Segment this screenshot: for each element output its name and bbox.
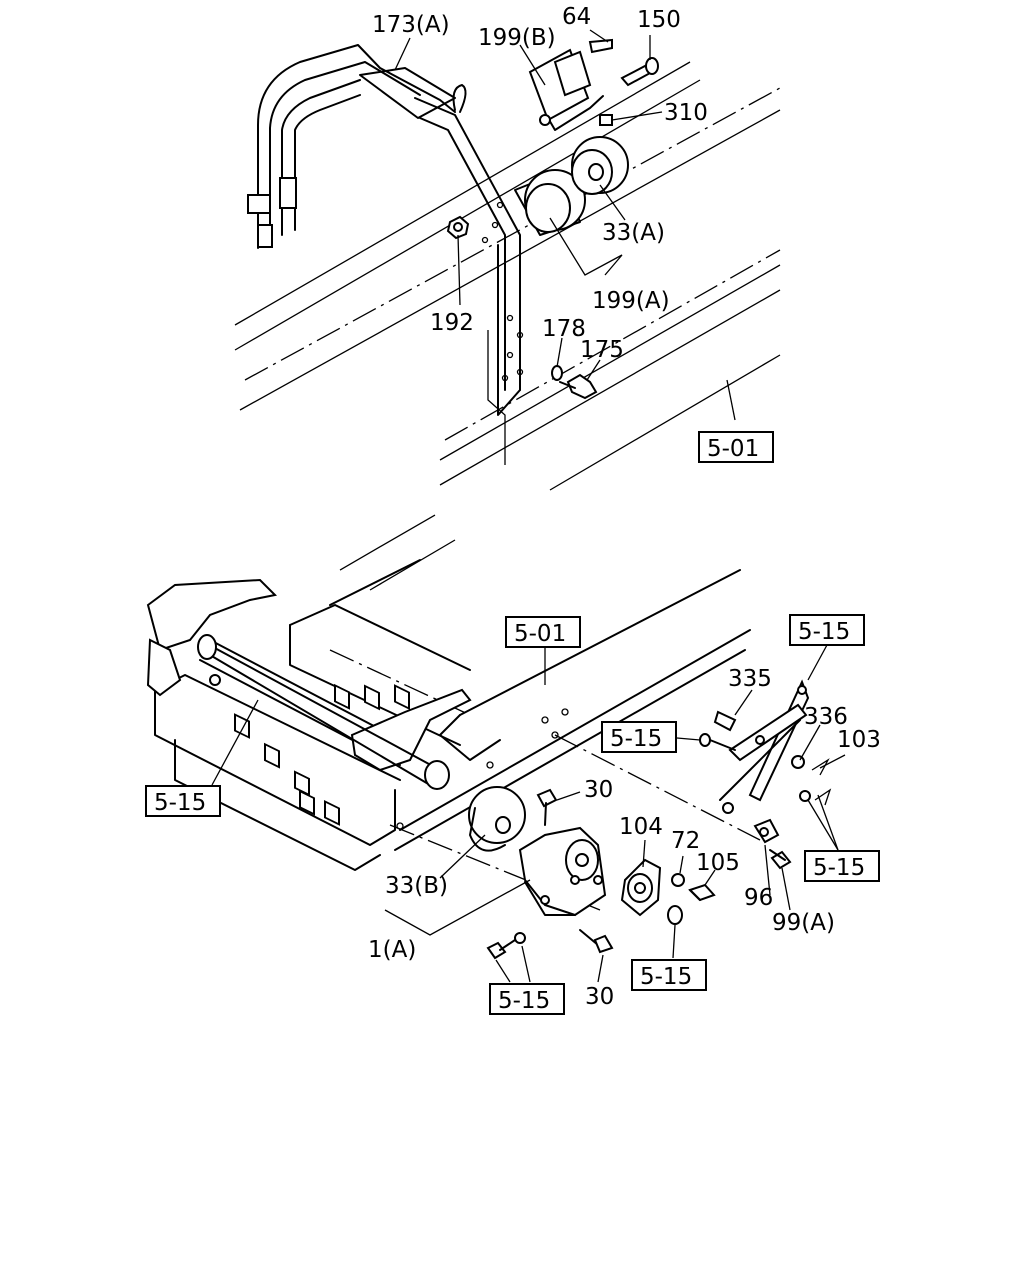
front-crossmember (146, 578, 472, 790)
bottom-ref-box-515-low-b[interactable]: 5-15 (489, 983, 565, 1015)
bottom-ref-box-515-mid[interactable]: 5-15 (601, 721, 677, 753)
bottom-ref-box-515-left[interactable]: 5-15 (145, 785, 221, 817)
callout-99a: 99(A) (772, 910, 835, 936)
callout-64: 64 (562, 4, 591, 30)
bottom-leader-lines (211, 644, 846, 983)
top-leader-lines (394, 29, 736, 421)
top-callouts: 173(A) 64 150 199(B) 310 33(A) 199(A) 19… (372, 4, 708, 363)
bottom-ref-box-501[interactable]: 5-01 (505, 616, 581, 648)
bottom-callouts: 335 336 103 30 104 72 105 96 99(A) 33(B)… (368, 666, 881, 1010)
callout-96: 96 (744, 885, 773, 911)
callout-33a: 33(A) (602, 220, 665, 246)
bottom-ref-box-515-low-a[interactable]: 5-15 (631, 959, 707, 991)
top-frame-rail (234, 61, 781, 491)
engine-mount-assembly (468, 786, 607, 917)
callout-175: 175 (580, 337, 624, 363)
ref-label-5-15-top: 5-15 (798, 619, 850, 645)
ref-label-5-01-top: 5-01 (707, 436, 759, 462)
callout-150: 150 (637, 7, 681, 33)
callout-1a: 1(A) (368, 937, 416, 963)
ref-label-5-15-left: 5-15 (154, 790, 206, 816)
callout-178: 178 (542, 316, 586, 342)
top-ref-box-501[interactable]: 5-01 (698, 431, 774, 463)
bottom-ref-box-515-top[interactable]: 5-15 (789, 614, 865, 646)
callout-310: 310 (664, 100, 708, 126)
callout-199a: 199(A) (592, 288, 670, 314)
mount-104-assembly (620, 858, 716, 925)
ref-label-5-15-low-a: 5-15 (640, 964, 692, 990)
callout-72: 72 (671, 828, 700, 854)
callout-192: 192 (430, 310, 474, 336)
callout-30-lower: 30 (585, 984, 614, 1010)
callout-173a: 173(A) (372, 12, 450, 38)
ref-label-5-15-mid: 5-15 (610, 726, 662, 752)
lower-bolts (486, 929, 614, 960)
rubber-mount-33a (514, 136, 629, 236)
bumper-guard-bracket (247, 44, 524, 465)
torque-rod-assembly (699, 679, 832, 870)
callout-335: 335 (728, 666, 772, 692)
upper-bracket-199b (528, 48, 604, 131)
callout-103: 103 (837, 727, 881, 753)
callout-30-upper: 30 (584, 777, 613, 803)
callout-105: 105 (696, 850, 740, 876)
callout-33b: 33(B) (385, 873, 448, 899)
callout-199b: 199(B) (478, 25, 556, 51)
chassis-frame (154, 514, 761, 911)
ref-label-5-15-right: 5-15 (813, 855, 865, 881)
top-bolts-and-washers (446, 38, 659, 400)
ref-label-5-01-bottom: 5-01 (514, 621, 566, 647)
bottom-ref-box-515-right[interactable]: 5-15 (804, 850, 880, 882)
ref-label-5-15-low-b: 5-15 (498, 988, 550, 1014)
callout-336: 336 (804, 704, 848, 730)
callout-104: 104 (619, 814, 663, 840)
